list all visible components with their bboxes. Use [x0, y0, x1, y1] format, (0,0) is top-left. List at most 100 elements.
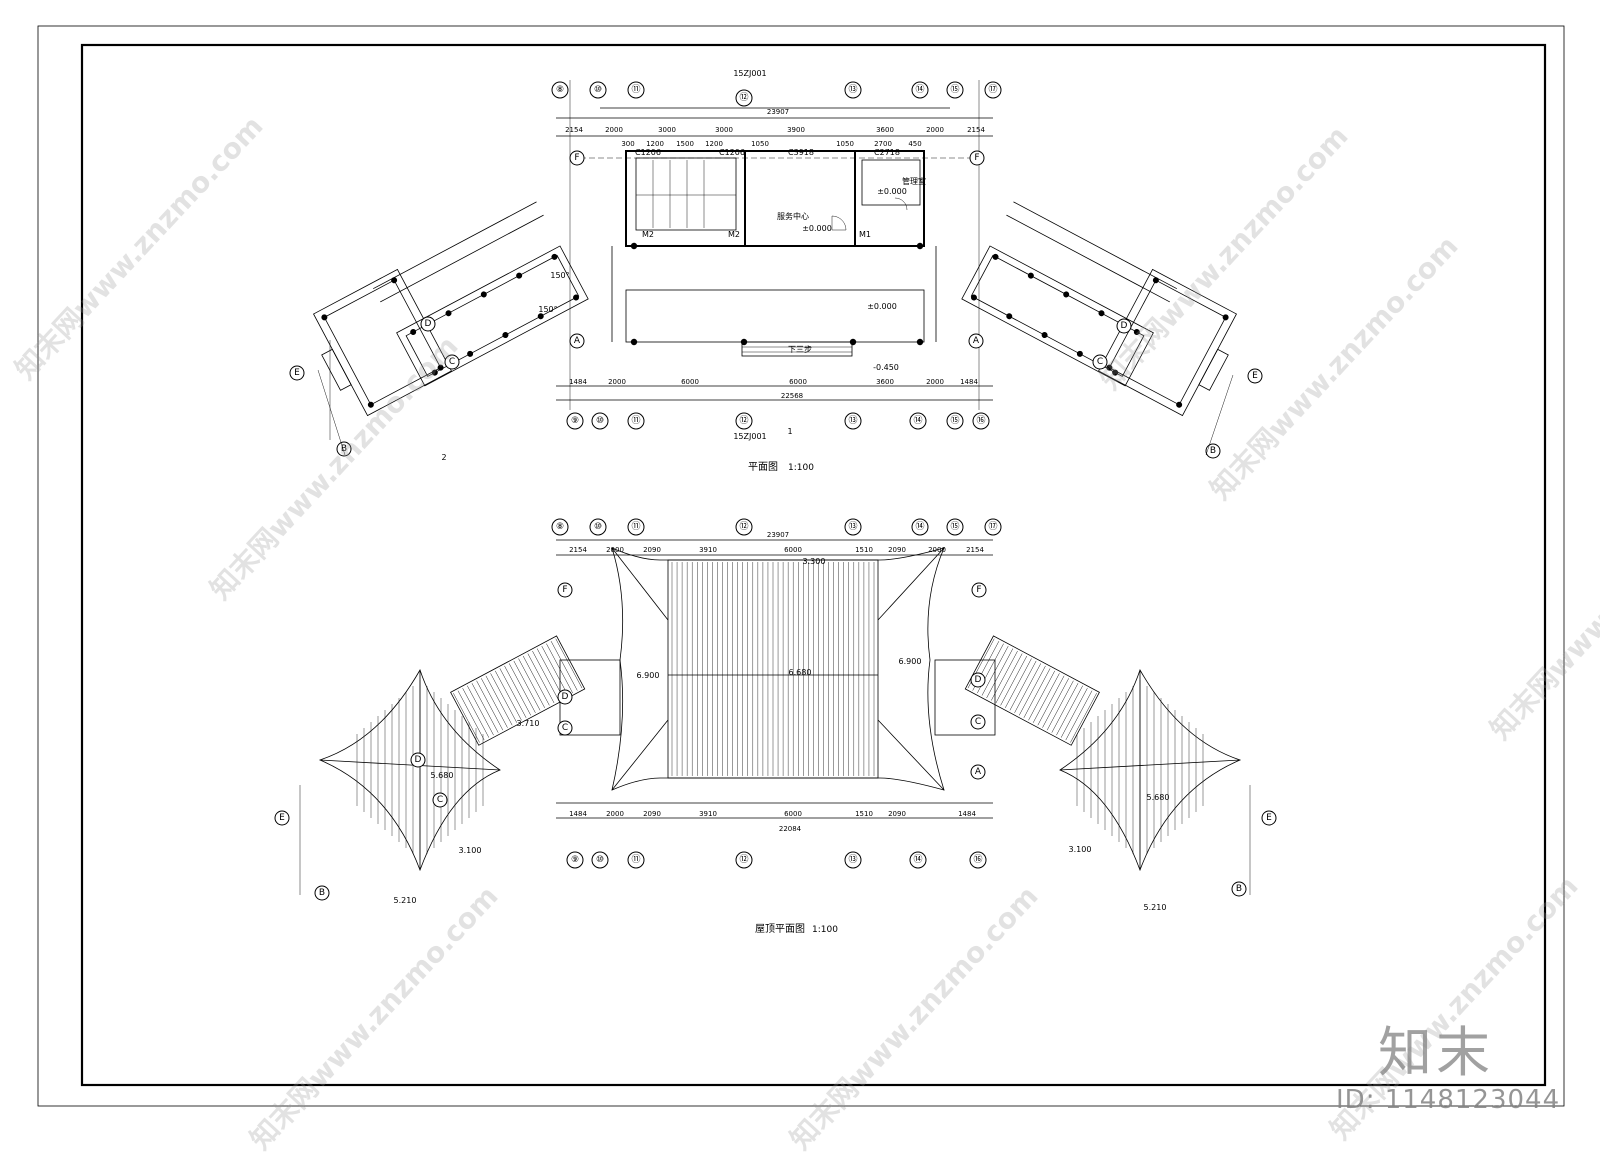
- svg-text:B: B: [1236, 884, 1242, 894]
- svg-text:⑭: ⑭: [915, 84, 924, 95]
- row-bubble-f: F: [557, 582, 573, 598]
- axis-bubble: ⑫: [735, 89, 753, 107]
- door-m2-b: M2: [728, 230, 740, 239]
- axis-bubble: ⑪: [627, 412, 645, 430]
- plan-bottom-dim-3: 6000: [681, 378, 699, 386]
- window-c1206-a: C1206: [635, 148, 661, 157]
- plan-bottom-total: 22568: [781, 392, 803, 400]
- level-outside: -0.450: [873, 363, 899, 372]
- row-bubble-c: C: [444, 354, 460, 370]
- plan-top-dim2-4: 1200: [705, 140, 723, 148]
- plan-top-dim2-8: 450: [908, 140, 921, 148]
- axis-bubble: ⑩: [591, 851, 609, 869]
- svg-text:⑬: ⑬: [848, 84, 857, 95]
- roof-bottom-dim-5: 6000: [784, 810, 802, 818]
- svg-text:B: B: [319, 888, 325, 898]
- axis-bubble: ⑩: [591, 412, 609, 430]
- svg-text:⑭: ⑭: [913, 854, 922, 865]
- svg-text:⑩: ⑩: [596, 416, 604, 426]
- cad-drawing-sheet: 23907 2154 2000 3000 3000 3900 3600 2000…: [37, 25, 1565, 1107]
- svg-text:E: E: [1266, 813, 1272, 823]
- right-wing-roof: [1059, 669, 1242, 872]
- roof-ridge-mid: 3.300: [803, 557, 826, 566]
- svg-text:C: C: [437, 795, 443, 805]
- plan-top-dim-1: 2154: [565, 126, 583, 134]
- svg-text:C: C: [562, 723, 568, 733]
- level-corridor: ±0.000: [867, 302, 897, 311]
- svg-text:⑧: ⑧: [556, 85, 564, 95]
- angle-left: 150°: [550, 271, 569, 280]
- svg-text:⑬: ⑬: [848, 521, 857, 532]
- plan-bottom-dim-6: 2000: [926, 378, 944, 386]
- axis-bubble: ⑩: [589, 518, 607, 536]
- axis-bubble: ⑩: [589, 81, 607, 99]
- axis-bubble: ⑬: [844, 81, 862, 99]
- plan-top-dim2-7: 2700: [874, 140, 892, 148]
- plan-top-dim2-5: 1050: [751, 140, 769, 148]
- right-corridor-wing: [961, 201, 1178, 387]
- right-wing-connector-roof: [964, 635, 1100, 746]
- axis-bubble: ⑪: [627, 851, 645, 869]
- stair-down-label: 下三步: [788, 345, 812, 354]
- svg-text:⑪: ⑪: [631, 521, 640, 532]
- logo: 知末: [1378, 1021, 1494, 1084]
- row-bubble-e: E: [1261, 810, 1277, 826]
- svg-text:⑰: ⑰: [988, 521, 997, 532]
- left-wing-connector-roof: [450, 635, 586, 746]
- svg-text:D: D: [425, 319, 432, 329]
- door-m2-a: M2: [642, 230, 654, 239]
- roof-bottom-dim-1: 1484: [569, 810, 587, 818]
- svg-text:⑧: ⑧: [556, 522, 564, 532]
- axis-bubble: ⑭: [911, 81, 929, 99]
- axis-bubble: ⑪: [627, 518, 645, 536]
- plan-bottom-dim-5: 3600: [876, 378, 894, 386]
- row-bubble-d: D: [410, 752, 426, 768]
- plan-top-dim-4: 3000: [715, 126, 733, 134]
- roof-bottom-dim-3: 2090: [643, 810, 661, 818]
- window-c2718: C2718: [874, 148, 900, 157]
- window-c3918: C3918: [788, 148, 814, 157]
- roof-top-dim-3: 2090: [643, 546, 661, 554]
- axis-bubble: ⑮: [946, 412, 964, 430]
- id-tag: ID: 1148123044: [1336, 1085, 1561, 1115]
- svg-text:F: F: [574, 153, 579, 163]
- roof-scale: 1:100: [812, 925, 838, 935]
- section-mark-2: 2: [441, 453, 446, 462]
- axis-bubble: ⑰: [984, 518, 1002, 536]
- slope-ridge: 3.710: [517, 719, 540, 728]
- roof-bottom-dim-8: 1484: [958, 810, 976, 818]
- row-bubble-b: B: [1231, 881, 1247, 897]
- left-wing-roof: [318, 669, 501, 872]
- axis-bubble: ⑧: [551, 81, 569, 99]
- svg-text:⑯: ⑯: [976, 415, 985, 426]
- row-bubble-e: E: [274, 810, 290, 826]
- plan-title: 平面图: [748, 461, 778, 473]
- plan-top-dim-6: 3600: [876, 126, 894, 134]
- plan-top-dim2-2: 1200: [646, 140, 664, 148]
- row-bubble-c: C: [432, 792, 448, 808]
- svg-text:⑭: ⑭: [915, 521, 924, 532]
- svg-text:B: B: [1210, 446, 1216, 456]
- plan-top-dim2-3: 1500: [676, 140, 694, 148]
- svg-text:B: B: [341, 444, 347, 454]
- axis-bubble: ⑧: [551, 518, 569, 536]
- roof-bottom-dim-7: 2090: [888, 810, 906, 818]
- svg-text:⑫: ⑫: [739, 92, 748, 103]
- plan-top-dim-5: 3900: [787, 126, 805, 134]
- svg-text:⑭: ⑭: [913, 415, 922, 426]
- row-bubble-d: D: [420, 316, 436, 332]
- svg-text:⑪: ⑪: [631, 415, 640, 426]
- svg-text:⑬: ⑬: [848, 854, 857, 865]
- row-bubble-c: C: [557, 720, 573, 736]
- row-bubble-d: D: [1116, 318, 1132, 334]
- svg-text:⑫: ⑫: [739, 521, 748, 532]
- svg-text:D: D: [562, 692, 569, 702]
- axis-bubble: ⑯: [969, 851, 987, 869]
- axis-bubble: ⑨: [566, 851, 584, 869]
- plan-bottom-dim-4: 6000: [789, 378, 807, 386]
- roof-bottom-dim-6: 1510: [855, 810, 873, 818]
- front-steps: [741, 341, 853, 357]
- corridor: [625, 289, 925, 343]
- axis-bubbles: ⑧ ⑩ ⑪ ⑫ ⑬ ⑭ ⑮ ⑰ ⑨ ⑩ ⑪ ⑫ ⑬ ⑭ ⑮ ⑯ ⑧ ⑩ ⑪ ⑫ …: [274, 81, 1277, 901]
- outer-border: [37, 25, 1565, 1107]
